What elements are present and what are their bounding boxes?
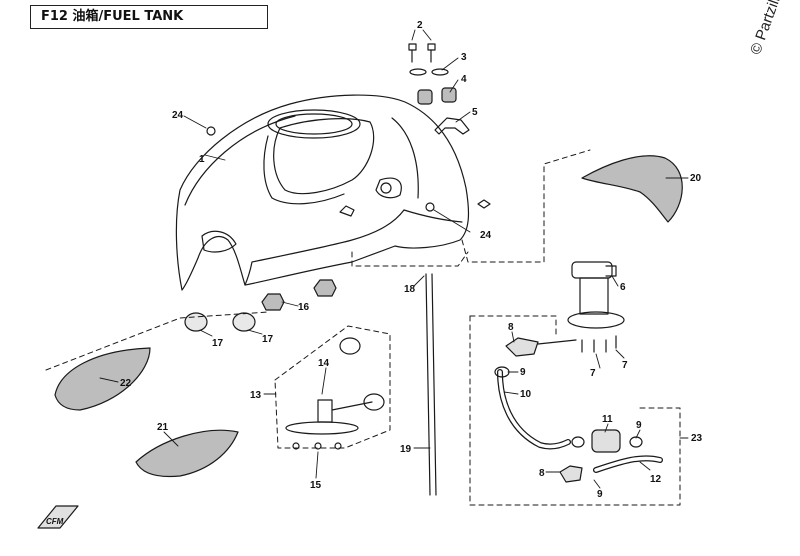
callout-24b: 24 xyxy=(480,230,492,241)
diagram-title: F12 油箱/FUEL TANK xyxy=(30,5,268,29)
brand-emblem xyxy=(37,505,79,529)
bolts-top[interactable] xyxy=(408,43,436,63)
fuel-hose-fitting[interactable] xyxy=(505,337,577,357)
callout-22: 22 xyxy=(120,378,132,389)
callout-13: 13 xyxy=(250,390,262,401)
callout-8a: 8 xyxy=(508,322,514,333)
fuel-tank[interactable] xyxy=(175,94,491,291)
callout-17b: 17 xyxy=(262,334,274,345)
callout-4: 4 xyxy=(461,74,467,85)
callout-5: 5 xyxy=(472,107,478,118)
leader-lines xyxy=(99,29,689,489)
callout-9c: 9 xyxy=(597,489,603,500)
callout-14: 14 xyxy=(318,358,330,369)
sensor-screws[interactable] xyxy=(292,442,342,450)
fuel-filter[interactable] xyxy=(571,429,643,453)
heat-shield-rear[interactable] xyxy=(581,155,683,223)
fuel-pump[interactable] xyxy=(567,261,625,329)
callout-9b: 9 xyxy=(636,420,642,431)
callout-2: 2 xyxy=(417,20,423,31)
grommets[interactable] xyxy=(417,87,457,105)
fuel-level-sensor[interactable] xyxy=(285,337,385,435)
callout-24a: 24 xyxy=(172,110,184,121)
mount-bracket[interactable] xyxy=(434,117,470,135)
drain-tube[interactable] xyxy=(425,273,437,496)
callout-3: 3 xyxy=(461,52,467,63)
cushion-pads[interactable] xyxy=(184,312,256,332)
assembly-outlines xyxy=(45,149,681,506)
callout-8b: 8 xyxy=(539,468,545,479)
callout-23: 23 xyxy=(691,433,703,444)
callout-7b: 7 xyxy=(622,360,628,371)
washers[interactable] xyxy=(409,68,449,76)
callout-16: 16 xyxy=(298,302,310,313)
pump-bolts[interactable] xyxy=(581,335,617,353)
callout-20: 20 xyxy=(690,173,702,184)
callout-1: 1 xyxy=(199,154,205,165)
callout-19: 19 xyxy=(400,444,412,455)
tank-washers[interactable] xyxy=(206,126,435,212)
callout-10: 10 xyxy=(520,389,532,400)
callout-17a: 17 xyxy=(212,338,224,349)
callout-9a: 9 xyxy=(520,367,526,378)
hose-clamp[interactable] xyxy=(494,366,583,483)
callout-7a: 7 xyxy=(590,368,596,379)
rubber-mounts[interactable] xyxy=(261,279,337,311)
emblem-text: CFM xyxy=(46,517,64,526)
callout-21: 21 xyxy=(157,422,169,433)
callout-12: 12 xyxy=(650,474,662,485)
callout-6: 6 xyxy=(620,282,626,293)
heat-shield-lower[interactable] xyxy=(135,429,239,478)
callout-11: 11 xyxy=(602,414,613,425)
fuel-hose[interactable] xyxy=(497,369,571,450)
callout-18: 18 xyxy=(404,284,416,295)
fuel-hose-outlet[interactable] xyxy=(593,455,663,473)
callout-15: 15 xyxy=(310,480,322,491)
